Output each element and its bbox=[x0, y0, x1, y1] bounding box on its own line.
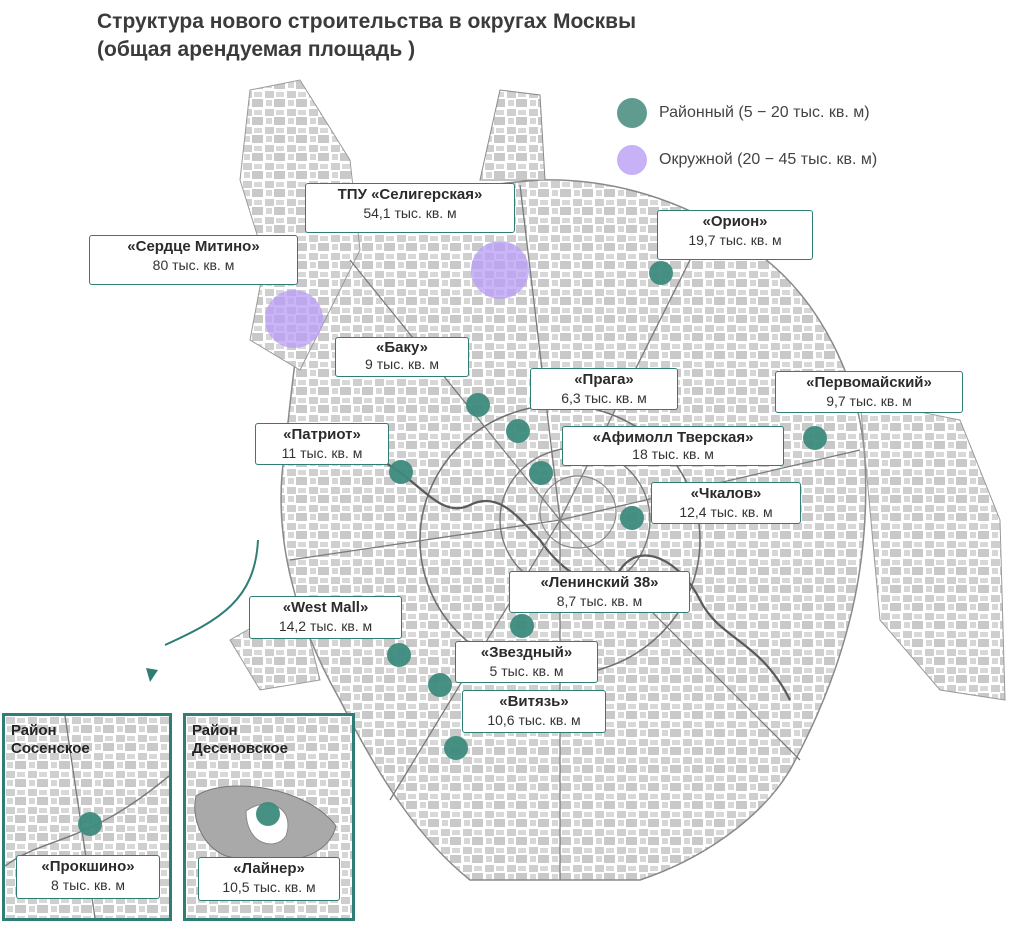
callout-orion[interactable]: «Орион» 19,7 тыс. кв. м bbox=[657, 210, 813, 260]
marker-mitino[interactable] bbox=[265, 290, 323, 348]
callout-orion-area: 19,7 тыс. кв. м bbox=[688, 232, 782, 248]
marker-zvezdny[interactable] bbox=[428, 673, 452, 697]
marker-layner[interactable] bbox=[256, 802, 280, 826]
legend-item-district: Районный (5 − 20 тыс. кв. м) bbox=[617, 98, 870, 128]
callout-chkalov-area: 12,4 тыс. кв. м bbox=[679, 504, 773, 520]
marker-baku[interactable] bbox=[466, 393, 490, 417]
inset-sosenskoe: Район Сосенское «Прокшино» 8 тыс. кв. м bbox=[2, 713, 172, 921]
north-district-area bbox=[479, 89, 546, 181]
callout-patriot-name: «Патриот» bbox=[283, 426, 361, 443]
callout-praga-area: 6,3 тыс. кв. м bbox=[561, 390, 647, 406]
callout-seligerskaya-area: 54,1 тыс. кв. м bbox=[363, 205, 457, 221]
callout-leninsky[interactable]: «Ленинский 38» 8,7 тыс. кв. м bbox=[509, 571, 690, 613]
callout-prokshino-name: «Прокшино» bbox=[41, 858, 135, 875]
callout-afimall-area: 18 тыс. кв. м bbox=[632, 446, 714, 462]
marker-leninsky[interactable] bbox=[510, 614, 534, 638]
callout-baku-area: 9 тыс. кв. м bbox=[365, 356, 439, 372]
callout-layner-name: «Лайнер» bbox=[233, 860, 305, 877]
callout-praga[interactable]: «Прага» 6,3 тыс. кв. м bbox=[530, 368, 678, 410]
marker-pervomaisky[interactable] bbox=[803, 426, 827, 450]
callout-mitino-name: «Сердце Митино» bbox=[127, 238, 260, 255]
callout-zvezdny-area: 5 тыс. кв. м bbox=[489, 663, 564, 679]
callout-baku-name: «Баку» bbox=[375, 339, 429, 356]
callout-prokshino[interactable]: «Прокшино» 8 тыс. кв. м bbox=[16, 855, 160, 899]
callout-chkalov-name: «Чкалов» bbox=[690, 485, 762, 502]
callout-pervomaisky-area: 9,7 тыс. кв. м bbox=[826, 393, 912, 409]
callout-afimall-name: «Афимолл Тверская» bbox=[592, 429, 754, 446]
marker-afimall[interactable] bbox=[529, 461, 553, 485]
map-title-line2: (общая арендуемая площадь ) bbox=[97, 38, 416, 61]
east-district-area bbox=[859, 399, 1006, 701]
callout-seligerskaya-name: ТПУ «Селигерская» bbox=[337, 186, 483, 203]
inset-arrow bbox=[164, 539, 259, 646]
callout-orion-name: «Орион» bbox=[702, 213, 768, 230]
legend-okrug-swatch bbox=[617, 145, 647, 175]
callout-vityaz-name: «Витязь» bbox=[499, 693, 569, 710]
marker-prokshino[interactable] bbox=[78, 812, 102, 836]
marker-westmall[interactable] bbox=[387, 643, 411, 667]
map-title: Структура нового строительства в округах… bbox=[97, 8, 636, 64]
inset-desenovskoe: Район Десеновское «Лайнер» 10,5 тыс. кв.… bbox=[183, 713, 355, 921]
inset-arrow-head bbox=[146, 668, 158, 682]
callout-patriot[interactable]: «Патриот» 11 тыс. кв. м bbox=[255, 423, 389, 465]
callout-baku[interactable]: «Баку» 9 тыс. кв. м bbox=[335, 337, 469, 377]
legend-district-swatch bbox=[617, 98, 647, 128]
marker-orion[interactable] bbox=[649, 261, 673, 285]
callout-layner-area: 10,5 тыс. кв. м bbox=[222, 879, 316, 895]
callout-chkalov[interactable]: «Чкалов» 12,4 тыс. кв. м bbox=[651, 482, 801, 524]
marker-seligerskaya[interactable] bbox=[471, 241, 529, 299]
callout-praga-name: «Прага» bbox=[574, 371, 634, 388]
callout-afimall[interactable]: «Афимолл Тверская» 18 тыс. кв. м bbox=[562, 426, 784, 466]
inset-sosenskoe-region: Район Сосенское bbox=[11, 722, 90, 757]
radial-roads bbox=[289, 184, 861, 880]
callout-westmall[interactable]: «West Mall» 14,2 тыс. кв. м bbox=[249, 596, 402, 639]
west-district-area bbox=[239, 79, 361, 371]
inset-desenovskoe-region: Район Десеновское bbox=[192, 722, 288, 757]
legend-district-label: Районный (5 − 20 тыс. кв. м) bbox=[659, 104, 870, 121]
callout-pervomaisky-name: «Первомайский» bbox=[806, 374, 932, 391]
marker-patriot[interactable] bbox=[389, 460, 413, 484]
callout-pervomaisky[interactable]: «Первомайский» 9,7 тыс. кв. м bbox=[775, 371, 963, 413]
callout-vityaz[interactable]: «Витязь» 10,6 тыс. кв. м bbox=[462, 690, 606, 733]
callout-prokshino-area: 8 тыс. кв. м bbox=[51, 877, 125, 893]
legend-okrug-label: Окружной (20 − 45 тыс. кв. м) bbox=[659, 151, 878, 168]
map-title-line1: Структура нового строительства в округах… bbox=[97, 10, 637, 33]
callout-vityaz-area: 10,6 тыс. кв. м bbox=[487, 712, 581, 728]
callout-seligerskaya[interactable]: ТПУ «Селигерская» 54,1 тыс. кв. м bbox=[305, 183, 515, 233]
marker-vityaz[interactable] bbox=[444, 736, 468, 760]
marker-praga[interactable] bbox=[506, 419, 530, 443]
callout-westmall-area: 14,2 тыс. кв. м bbox=[278, 618, 373, 634]
callout-layner[interactable]: «Лайнер» 10,5 тыс. кв. м bbox=[198, 857, 340, 901]
callout-leninsky-name: «Ленинский 38» bbox=[540, 574, 659, 591]
callout-patriot-area: 11 тыс. кв. м bbox=[281, 445, 363, 461]
inner-ring-road bbox=[539, 475, 617, 549]
marker-chkalov[interactable] bbox=[620, 506, 644, 530]
legend-item-okrug: Окружной (20 − 45 тыс. кв. м) bbox=[617, 145, 877, 175]
moscow-city-area bbox=[280, 179, 867, 881]
callout-zvezdny[interactable]: «Звездный» 5 тыс. кв. м bbox=[455, 641, 598, 683]
callout-mitino[interactable]: «Сердце Митино» 80 тыс. кв. м bbox=[89, 235, 298, 285]
callout-westmall-name: «West Mall» bbox=[282, 599, 369, 616]
callout-leninsky-area: 8,7 тыс. кв. м bbox=[556, 593, 643, 609]
callout-mitino-area: 80 тыс. кв. м bbox=[152, 257, 235, 273]
callout-zvezdny-name: «Звездный» bbox=[480, 644, 573, 661]
